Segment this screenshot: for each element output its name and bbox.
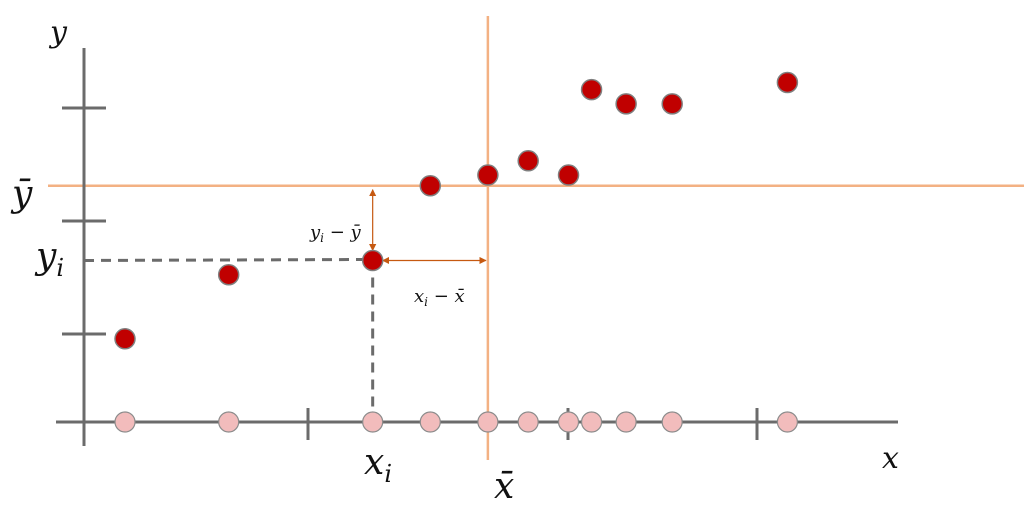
- x-projection-marker: [776, 411, 799, 433]
- y-i-dashed-line: [83, 257, 373, 262]
- y-i-label: yi: [34, 236, 64, 282]
- highlighted-data-point: [361, 249, 384, 272]
- x-projection-marker: [661, 411, 683, 433]
- x-projection-marker: [557, 411, 580, 433]
- mean-lines: [48, 16, 1024, 460]
- x-projection-marker: [517, 411, 539, 433]
- data-point: [419, 174, 442, 197]
- data-point: [580, 78, 603, 101]
- x-projection-marker: [362, 411, 384, 433]
- data-point: [217, 263, 240, 286]
- x-projection-marker: [615, 411, 637, 433]
- y-axis-label: y: [48, 15, 68, 50]
- x-projection-marker: [580, 411, 603, 433]
- x-projection-marker: [419, 411, 441, 433]
- x-projection-markers: [114, 411, 799, 433]
- data-point: [114, 328, 136, 350]
- data-point: [776, 71, 799, 94]
- data-point: [557, 164, 580, 186]
- data-point: [615, 93, 637, 115]
- axes: [56, 48, 898, 446]
- data-point: [661, 93, 683, 115]
- x-mean-label: x̄: [494, 466, 514, 507]
- data-point: [477, 164, 499, 186]
- x-axis-label: x: [882, 441, 899, 476]
- x-deviation-label: xi − x̄: [414, 286, 465, 309]
- data-point: [517, 150, 539, 172]
- x-projection-marker: [114, 411, 136, 433]
- y-mean-label: ȳ: [10, 174, 33, 215]
- data-points: [114, 71, 799, 350]
- x-projection-marker: [477, 411, 499, 433]
- guide-lines: [83, 189, 487, 422]
- x-projection-marker: [218, 411, 240, 433]
- y-deviation-label: yi − ȳ: [309, 222, 362, 245]
- x-i-label: xi: [364, 442, 392, 488]
